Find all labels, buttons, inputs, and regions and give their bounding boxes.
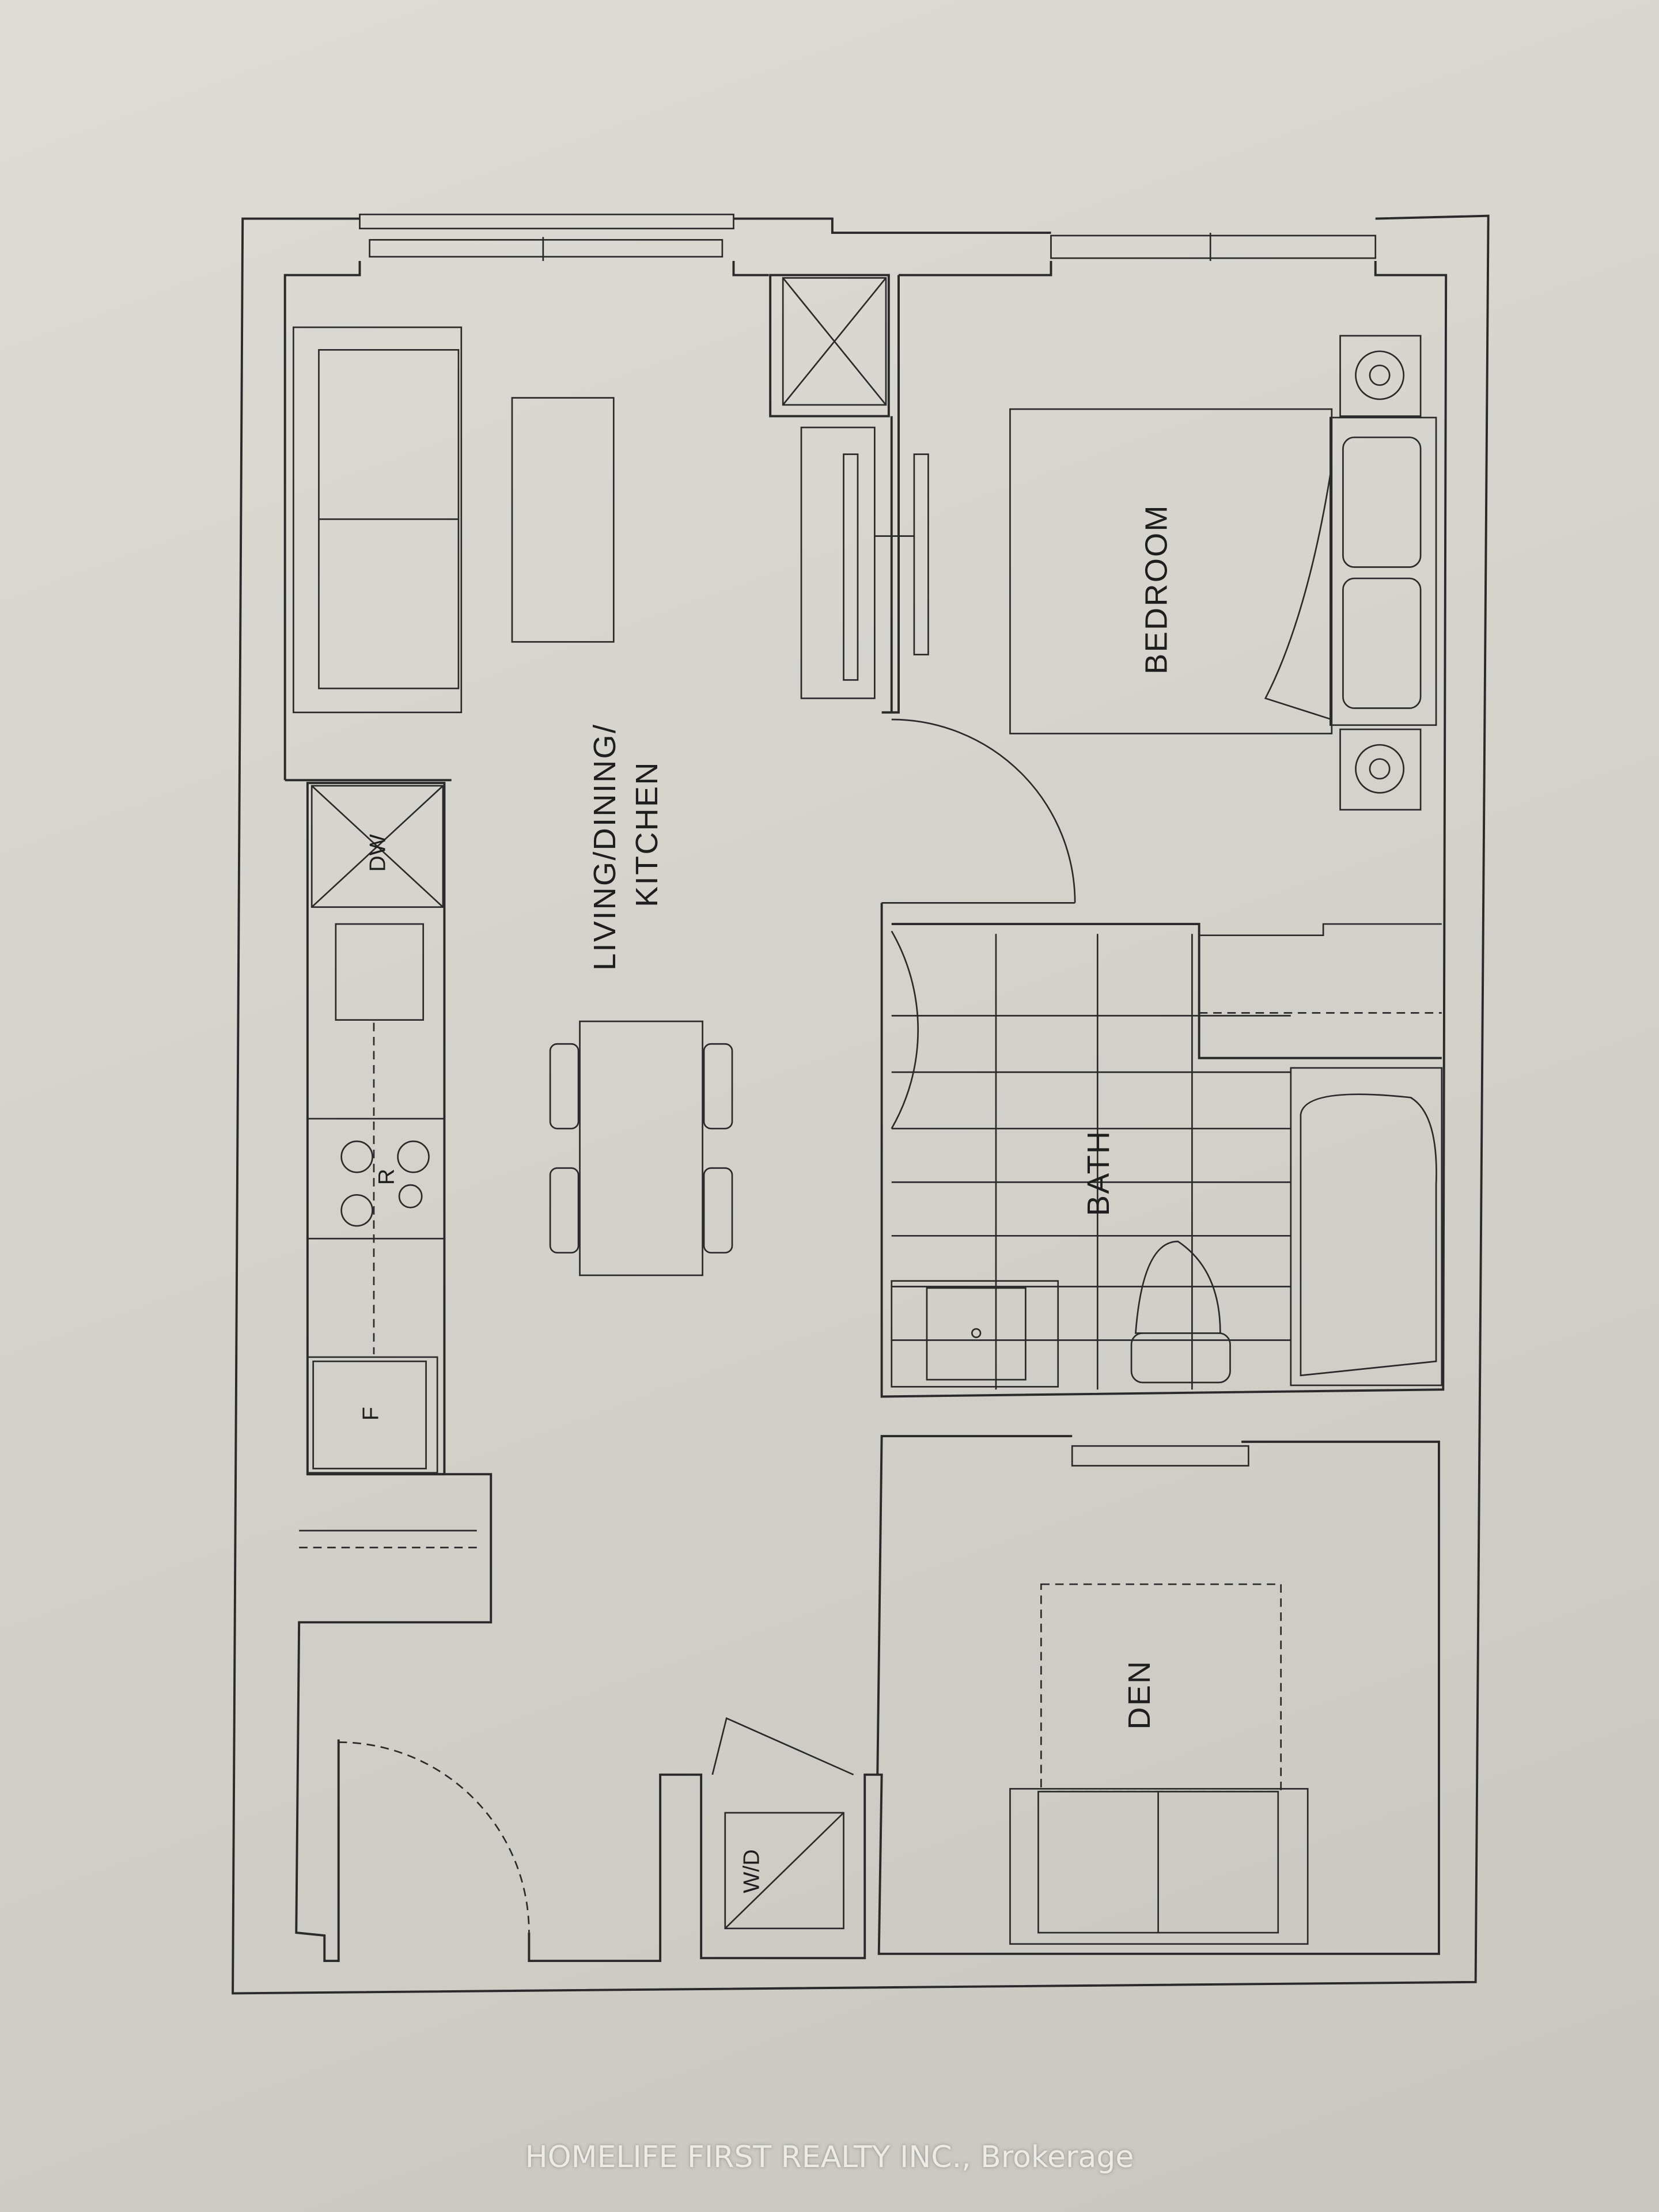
room-label-bath: BATH — [1081, 1130, 1116, 1216]
brokerage-watermark: HOMELIFE FIRST REALTY INC., Brokerage — [525, 2140, 1134, 2175]
fixture-label-fridge: F — [358, 1407, 383, 1421]
fixture-label-dishwasher: DW — [366, 834, 391, 872]
living-dining-kitchen: DW R F LIVING/DINING/ KITCHEN — [293, 326, 733, 1548]
fixture-label-range: R — [374, 1169, 399, 1185]
room-label-bedroom: BEDROOM — [1139, 504, 1173, 674]
tv-stand — [1071, 1445, 1249, 1467]
bathroom: BATH — [891, 930, 1443, 1390]
closet — [769, 274, 900, 714]
exterior-walls — [232, 214, 1490, 1995]
entry-and-den: W/D DEN — [338, 1583, 1309, 1945]
room-label-kitchen: KITCHEN — [630, 761, 664, 907]
windows — [359, 213, 1377, 262]
room-label-den: DEN — [1122, 1660, 1157, 1729]
bedroom: BEDROOM — [800, 335, 1442, 1059]
room-label-living-dining: LIVING/DINING/ — [588, 724, 622, 971]
fixture-label-washer-dryer: W/D — [740, 1849, 764, 1893]
